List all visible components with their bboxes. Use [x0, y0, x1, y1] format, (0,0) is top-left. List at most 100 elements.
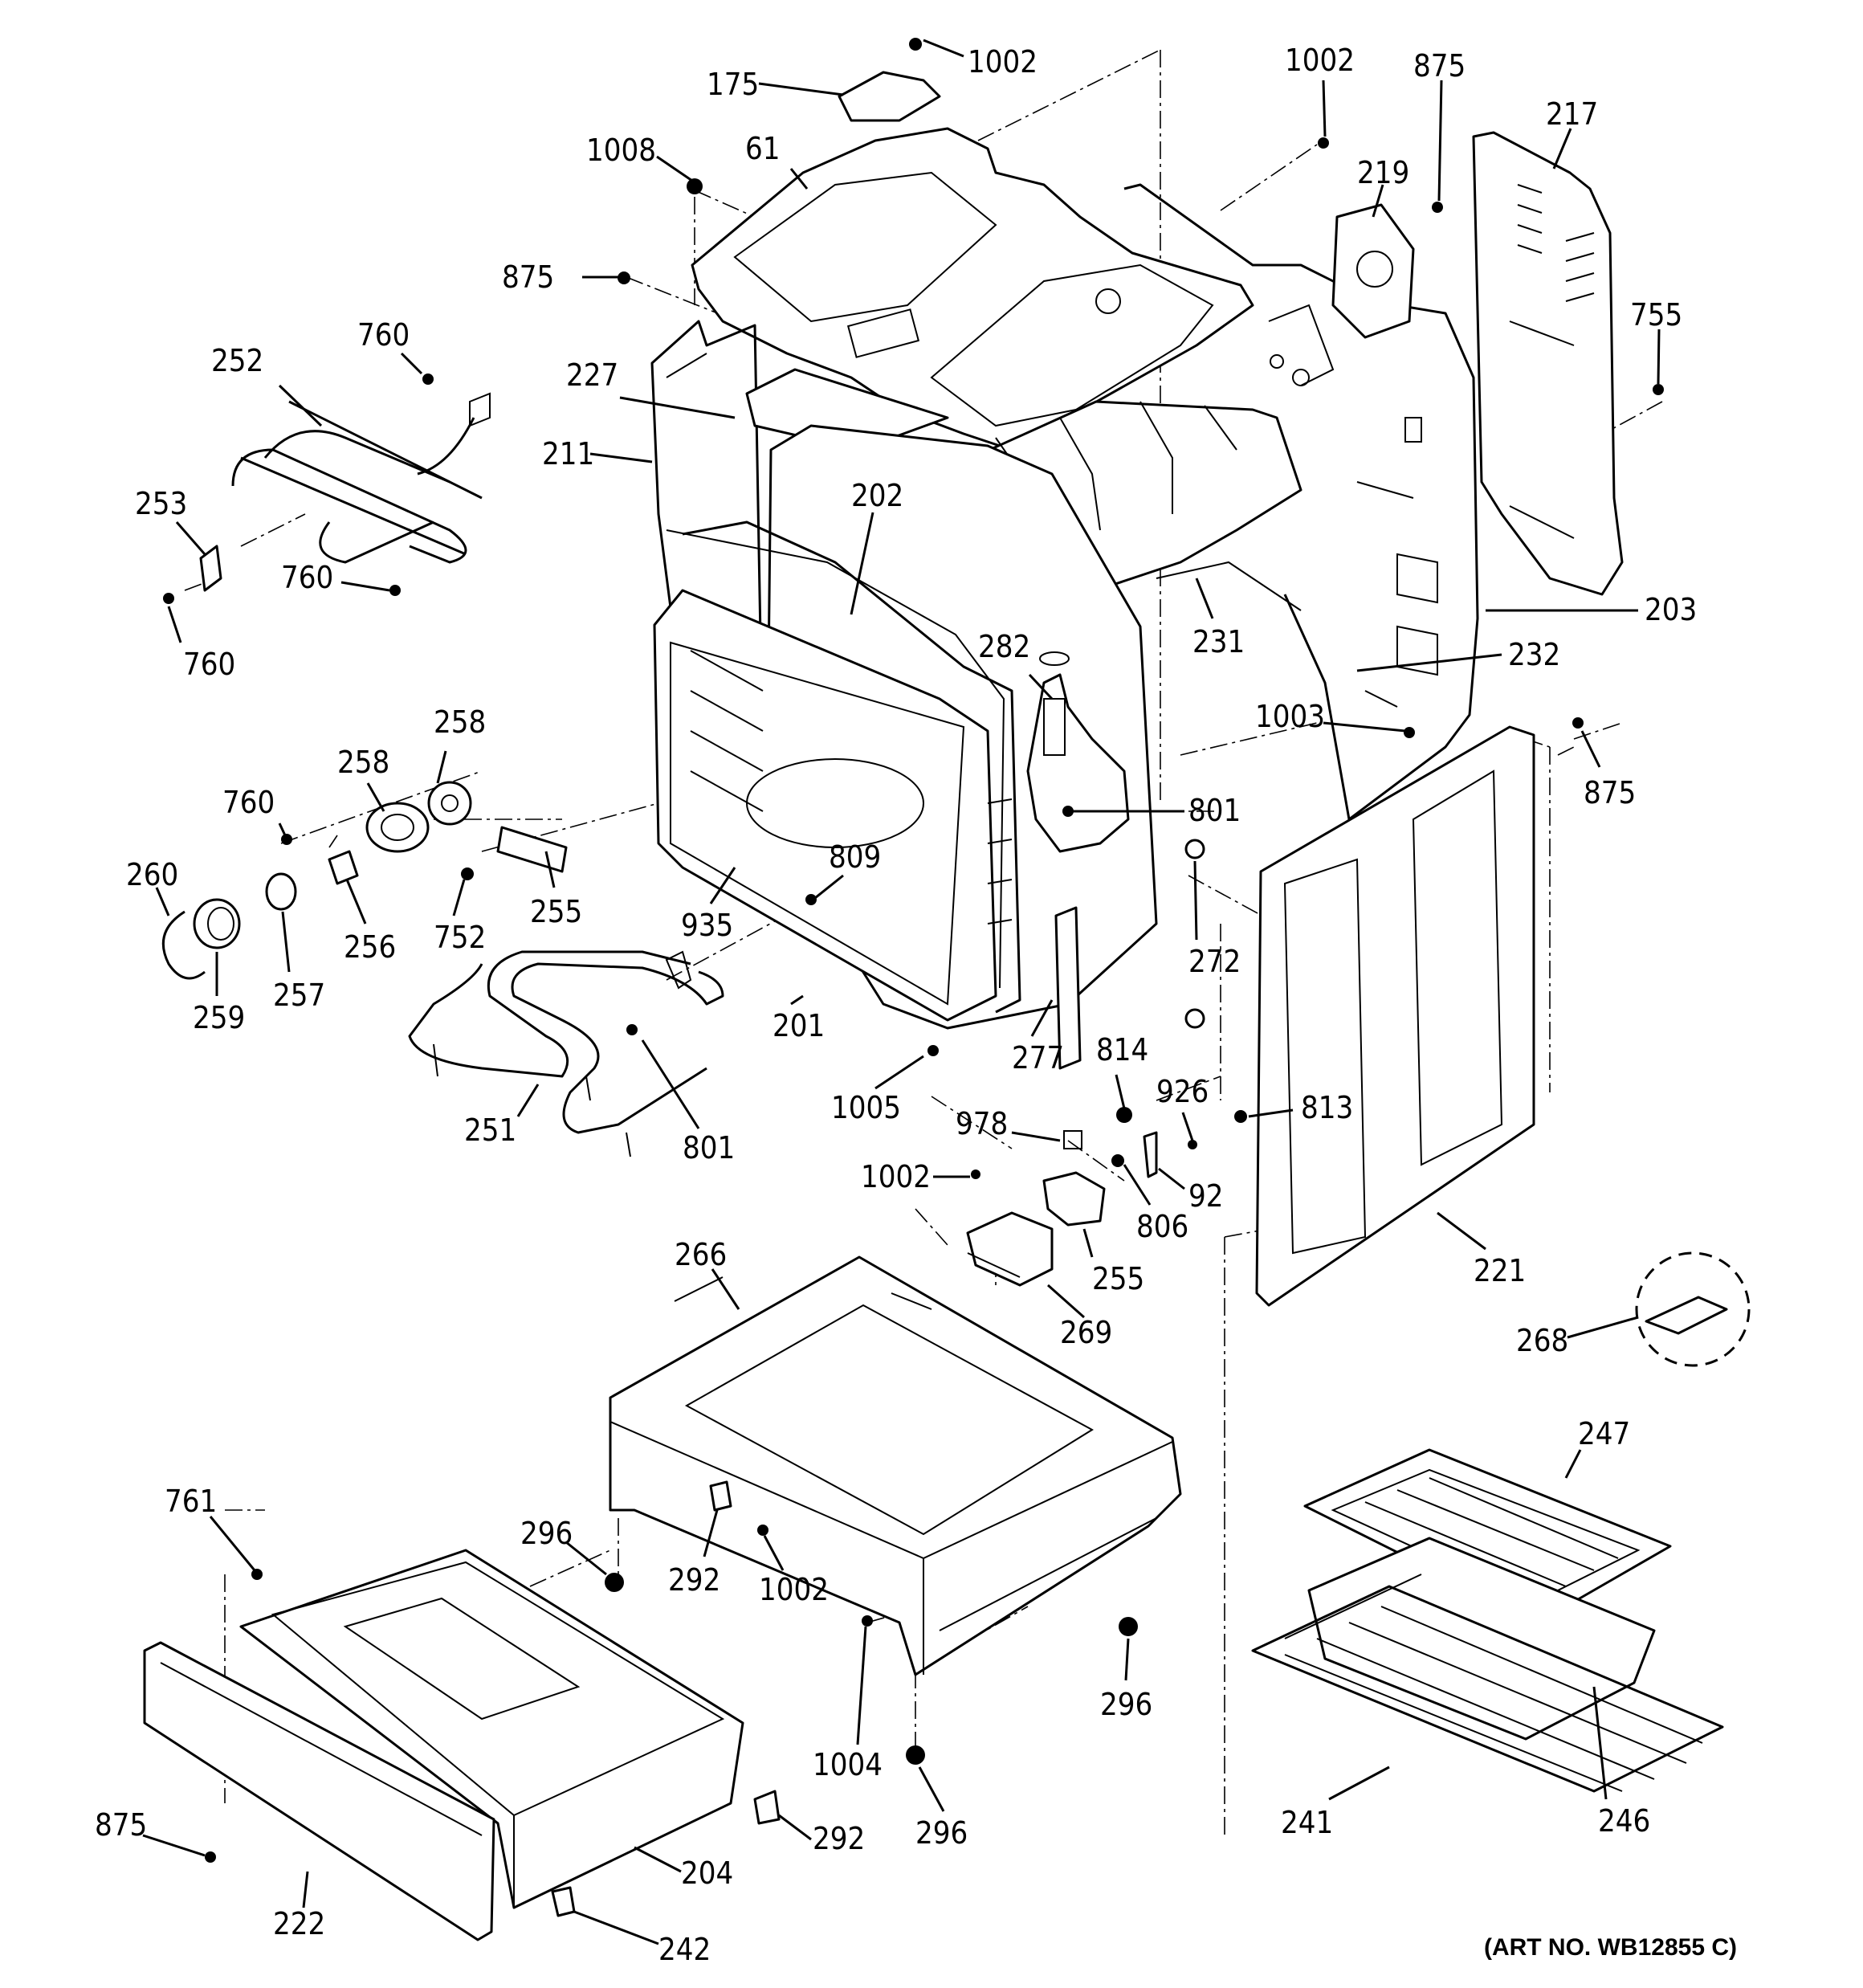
label-231: 231	[1192, 624, 1245, 659]
drawer-body-204	[239, 1549, 744, 1909]
label-1002: 1002	[968, 44, 1037, 80]
label-227: 227	[566, 357, 618, 393]
label-222: 222	[273, 1906, 325, 1941]
side-panel-221	[1255, 725, 1535, 1307]
label-257: 257	[273, 978, 325, 1013]
bake-element-251	[408, 950, 724, 1157]
duct-227	[745, 368, 949, 451]
label-277: 277	[1012, 1040, 1064, 1076]
leader-lines	[142, 39, 1661, 1945]
label-246: 246	[1598, 1803, 1650, 1839]
label-219: 219	[1357, 155, 1409, 190]
bracket-253	[199, 545, 222, 592]
label-806: 806	[1136, 1209, 1188, 1244]
label-761: 761	[165, 1484, 217, 1519]
label-801: 801	[683, 1130, 735, 1165]
plate-175	[838, 71, 941, 122]
label-260: 260	[126, 857, 178, 892]
label-217: 217	[1546, 96, 1598, 132]
label-258: 258	[337, 745, 389, 780]
label-755: 755	[1630, 297, 1682, 333]
label-252: 252	[211, 343, 263, 378]
receptacle-282	[1026, 651, 1130, 853]
label-242: 242	[658, 1932, 711, 1967]
label-282: 282	[978, 629, 1030, 664]
label-813: 813	[1301, 1090, 1353, 1125]
drawer-front-222	[143, 1641, 495, 1941]
label-752: 752	[434, 920, 486, 955]
label-204: 204	[681, 1855, 733, 1891]
label-875: 875	[1584, 775, 1636, 810]
label-1003: 1003	[1255, 699, 1325, 734]
label-253: 253	[135, 486, 187, 521]
terminal-block-255	[1042, 1171, 1106, 1227]
label-875: 875	[95, 1807, 147, 1843]
detail-268	[1635, 1251, 1751, 1367]
label-258: 258	[434, 704, 486, 740]
label-926: 926	[1156, 1074, 1209, 1109]
label-760: 760	[183, 647, 235, 682]
label-1002: 1002	[759, 1572, 829, 1607]
label-241: 241	[1281, 1805, 1333, 1840]
broil-pan-247	[1303, 1448, 1672, 1624]
oven-liner-201	[653, 424, 1158, 1030]
label-259: 259	[193, 1000, 245, 1035]
top-cover-61	[691, 127, 1254, 451]
label-269: 269	[1060, 1315, 1112, 1350]
broil-element-252	[231, 392, 491, 564]
label-875: 875	[502, 259, 554, 295]
label-255: 255	[530, 894, 582, 929]
label-814: 814	[1096, 1032, 1148, 1067]
label-255: 255	[1092, 1261, 1144, 1296]
label-801: 801	[1188, 793, 1241, 828]
clip-292	[709, 1480, 781, 1825]
label-247: 247	[1578, 1416, 1630, 1451]
label-1005: 1005	[831, 1090, 901, 1125]
label-256: 256	[344, 929, 396, 965]
label-296: 296	[915, 1815, 968, 1851]
label-760: 760	[281, 560, 333, 595]
label-760: 760	[222, 785, 275, 820]
art-number: (ART NO. WB12855 C)	[1484, 1934, 1737, 1961]
label-760: 760	[357, 317, 410, 353]
label-211: 211	[542, 436, 594, 471]
label-935: 935	[681, 908, 733, 943]
lamp-assembly	[161, 781, 568, 980]
fastener-icons	[163, 38, 1664, 1863]
label-201: 201	[773, 1008, 825, 1043]
label-202: 202	[851, 478, 903, 513]
part-labels: 1002 175 1002 875 217 1008 61 219 875 75…	[95, 43, 1737, 1967]
label-1004: 1004	[813, 1747, 883, 1782]
label-203: 203	[1645, 592, 1697, 627]
label-1008: 1008	[586, 133, 656, 168]
label-978: 978	[956, 1106, 1008, 1141]
label-61: 61	[745, 131, 781, 166]
front-frame-202	[682, 520, 1021, 1014]
label-1002: 1002	[861, 1159, 931, 1194]
label-92: 92	[1188, 1178, 1224, 1214]
back-cover-217	[1472, 131, 1624, 596]
label-272: 272	[1188, 944, 1241, 979]
label-296: 296	[520, 1516, 573, 1551]
label-292: 292	[813, 1821, 865, 1856]
label-221: 221	[1474, 1253, 1526, 1288]
label-1002: 1002	[1285, 43, 1355, 78]
label-875: 875	[1413, 48, 1466, 84]
hinge-receiver-277	[1054, 906, 1082, 1070]
label-175: 175	[707, 67, 759, 102]
oven-rack-241	[1251, 1574, 1724, 1793]
lower-frame-266	[609, 1255, 1182, 1676]
part-92	[1143, 1131, 1158, 1178]
label-809: 809	[829, 839, 881, 875]
junction-219	[1331, 203, 1415, 339]
slide-242	[551, 1886, 576, 1917]
grommet-272	[1184, 839, 1205, 1029]
label-268: 268	[1516, 1323, 1568, 1358]
label-251: 251	[464, 1112, 516, 1148]
bracket-269	[966, 1211, 1054, 1287]
label-266: 266	[675, 1237, 727, 1272]
label-232: 232	[1508, 637, 1560, 672]
label-292: 292	[668, 1562, 720, 1598]
label-296: 296	[1100, 1687, 1152, 1722]
